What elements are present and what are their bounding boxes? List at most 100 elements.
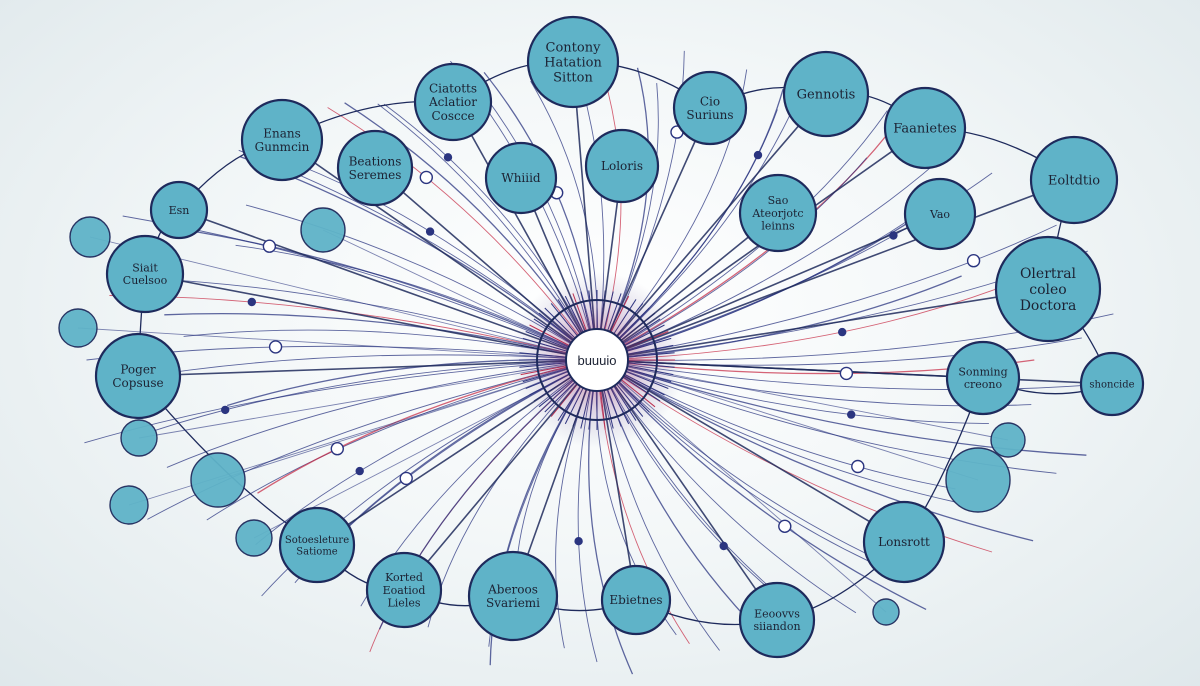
concept-node-label: Svariemi bbox=[486, 596, 540, 610]
concept-node-circle[interactable] bbox=[738, 581, 816, 659]
concept-node-circle[interactable] bbox=[365, 551, 443, 629]
hub-circle[interactable] bbox=[565, 328, 629, 392]
concept-node-label: creono bbox=[964, 378, 1003, 391]
concept-node-label: Gennotis bbox=[797, 88, 856, 103]
concept-node-label: Korted bbox=[385, 571, 423, 584]
concept-node[interactable]: Vao bbox=[903, 177, 977, 251]
concept-node[interactable]: Lonsrott bbox=[862, 500, 946, 584]
concept-node-label: coleo bbox=[1029, 282, 1066, 298]
spoke-bead bbox=[268, 340, 283, 354]
spoke-bead bbox=[399, 471, 413, 486]
concept-node-circle[interactable] bbox=[467, 550, 559, 642]
concept-node-label: Coscce bbox=[431, 109, 474, 123]
concept-node-label: Siait bbox=[132, 262, 158, 275]
concept-node[interactable]: Faanietes bbox=[883, 86, 967, 170]
spoke-bead bbox=[847, 410, 856, 419]
concept-node-label: Enans bbox=[263, 126, 301, 140]
concept-node-label: Doctora bbox=[1020, 298, 1077, 314]
concept-node-circle[interactable] bbox=[584, 128, 660, 204]
small-bubble bbox=[58, 308, 98, 348]
concept-node-label: Seremes bbox=[349, 168, 402, 182]
concept-node-label: Vao bbox=[929, 208, 950, 221]
concept-node-circle[interactable] bbox=[94, 332, 182, 420]
spoke-bead bbox=[719, 541, 728, 551]
spoke-bead bbox=[966, 254, 981, 268]
concept-node-circle[interactable] bbox=[994, 235, 1102, 343]
spoke-bead bbox=[355, 466, 364, 476]
concept-node-circle[interactable] bbox=[526, 15, 620, 109]
concept-node-circle[interactable] bbox=[1079, 351, 1145, 417]
concept-node[interactable]: Loloris bbox=[584, 128, 660, 204]
concept-node-label: Whiiid bbox=[501, 171, 541, 185]
concept-node-label: Eoltdtio bbox=[1048, 174, 1100, 189]
concept-node[interactable]: shoncide bbox=[1079, 351, 1145, 417]
small-bubble bbox=[872, 598, 900, 626]
spoke-bead bbox=[220, 405, 230, 415]
spoke-bead bbox=[574, 537, 583, 546]
concept-node-circle[interactable] bbox=[738, 173, 818, 253]
concept-node[interactable]: Whiiid bbox=[484, 141, 558, 215]
concept-node[interactable]: Eoltdtio bbox=[1029, 135, 1119, 225]
concept-node-label: Loloris bbox=[601, 159, 643, 173]
small-bubble bbox=[69, 216, 111, 258]
concept-node-label: Copsuse bbox=[112, 376, 163, 390]
spoke-bead bbox=[425, 227, 435, 236]
concept-node-circle[interactable] bbox=[672, 70, 748, 146]
concept-node-label: Aberoos bbox=[487, 582, 538, 596]
concept-node-circle[interactable] bbox=[240, 98, 324, 182]
concept-node-circle[interactable] bbox=[1029, 135, 1119, 225]
spoke-bead bbox=[247, 297, 257, 307]
concept-node-label: Gunmcin bbox=[255, 140, 310, 154]
concept-node-label: Ateorjotc bbox=[751, 207, 803, 220]
concept-node-circle[interactable] bbox=[336, 129, 414, 207]
concept-node-label: Poger bbox=[120, 362, 156, 376]
spoke-bead bbox=[851, 459, 865, 474]
concept-node-circle[interactable] bbox=[903, 177, 977, 251]
spoke-bead bbox=[443, 153, 453, 162]
concept-node-circle[interactable] bbox=[883, 86, 967, 170]
spoke-bead bbox=[419, 170, 433, 185]
concept-node-label: leinns bbox=[761, 220, 795, 233]
concept-node-label: Suriuns bbox=[686, 108, 733, 122]
hub-ring bbox=[536, 299, 658, 421]
concept-node-circle[interactable] bbox=[945, 340, 1021, 416]
concept-node-label: Olertral bbox=[1020, 266, 1077, 282]
small-bubble bbox=[945, 447, 1011, 513]
concept-node-circle[interactable] bbox=[862, 500, 946, 584]
concept-node-circle[interactable] bbox=[105, 234, 185, 314]
concept-node[interactable]: Ebietnes bbox=[600, 564, 672, 636]
concept-node-label: Contony bbox=[546, 41, 602, 56]
spoke-bead bbox=[262, 239, 277, 253]
concept-node-circle[interactable] bbox=[278, 506, 356, 584]
concept-node-label: siiandon bbox=[753, 620, 800, 633]
concept-node-circle[interactable] bbox=[600, 564, 672, 636]
concept-node-circle[interactable] bbox=[484, 141, 558, 215]
concept-node[interactable]: Gennotis bbox=[782, 50, 870, 138]
concept-node-label: Lieles bbox=[387, 597, 420, 610]
spoke-bead bbox=[330, 442, 344, 456]
concept-node-label: Esn bbox=[169, 204, 190, 217]
concept-node-label: Hatation bbox=[544, 56, 602, 71]
concept-nodes: ContonyHatationSittonCiatottsAclatiorCos… bbox=[58, 15, 1145, 659]
concept-node-circle[interactable] bbox=[149, 180, 209, 240]
concept-node-circle[interactable] bbox=[782, 50, 870, 138]
concept-node-label: Eoatiod bbox=[383, 584, 426, 597]
concept-node-label: Ciatotts bbox=[429, 81, 477, 95]
concept-node-circle[interactable] bbox=[413, 62, 493, 142]
concept-node[interactable]: Esn bbox=[149, 180, 209, 240]
